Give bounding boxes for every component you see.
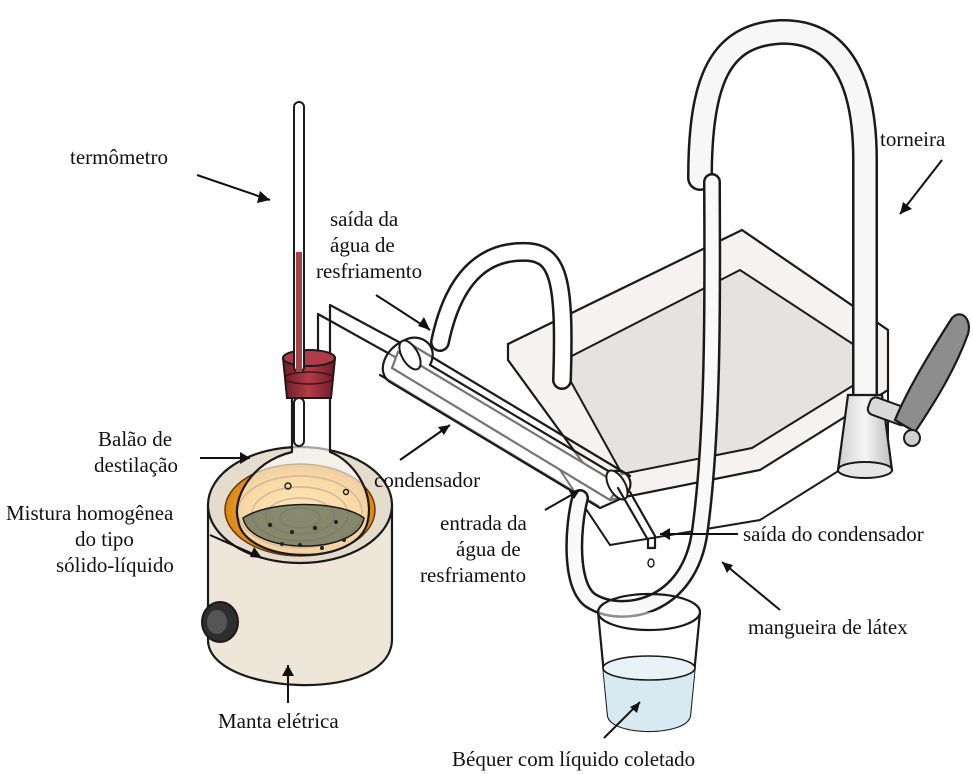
label-flask-line1: Balão de — [98, 427, 172, 451]
label-coolant-out-line1: saída da — [330, 207, 399, 231]
label-beaker: Béquer com líquido coletado — [452, 747, 695, 771]
label-flask-line2: destilação — [94, 453, 178, 477]
label-coolant-in-line1: entrada da — [440, 511, 528, 535]
label-mixture-line3: sólido-líquido — [56, 553, 174, 577]
label-latex-hose: mangueira de látex — [748, 615, 908, 639]
label-faucet: torneira — [880, 127, 946, 151]
label-heating-mantle: Manta elétrica — [218, 709, 339, 733]
label-coolant-in-line3: resfriamento — [420, 563, 526, 587]
label-coolant-out-line2: água de — [330, 233, 395, 257]
labels: termômetro torneira saída da água de res… — [6, 127, 946, 771]
label-thermometer: termômetro — [70, 145, 168, 169]
faucet-handle[interactable] — [895, 314, 969, 432]
label-mixture-line2: do tipo — [75, 527, 134, 551]
rubber-stopper — [283, 350, 335, 398]
label-mixture-line1: Mistura homogênea — [6, 501, 174, 525]
label-coolant-in-line2: água de — [456, 537, 521, 561]
label-condenser: condensador — [374, 468, 480, 492]
knob[interactable] — [202, 602, 238, 642]
label-condenser-outlet: saída do condensador — [743, 522, 924, 546]
label-coolant-out-line3: resfriamento — [316, 259, 422, 283]
beaker — [598, 594, 700, 731]
